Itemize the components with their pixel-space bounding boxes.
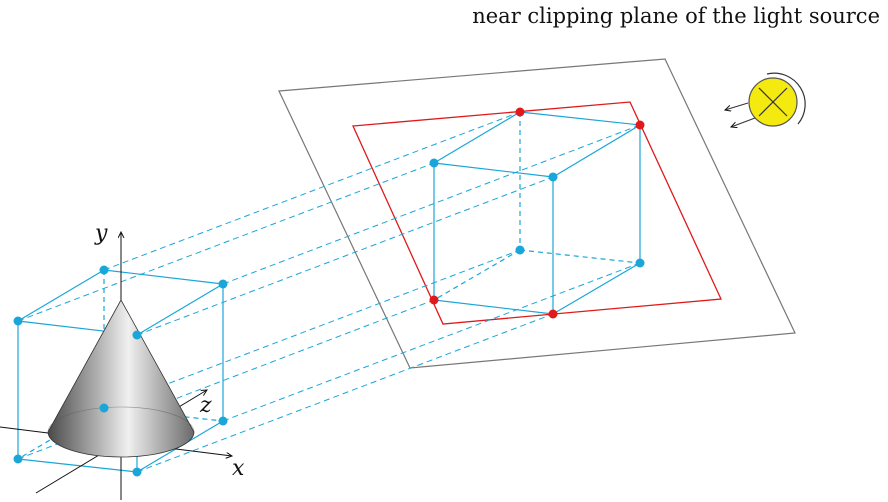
light-bulb-cross-icon: [725, 72, 806, 127]
frustum-outline: [352, 101, 722, 325]
cone: [47, 299, 195, 458]
projected-corner-dots: [429, 107, 645, 319]
axis-label-z: z: [199, 393, 212, 418]
axis-label-y: y: [94, 221, 108, 246]
projected-bounding-box: [433, 111, 641, 315]
axis-label-x: x: [232, 456, 245, 481]
object-corner-dots: [13, 265, 228, 477]
projection-lines: [17, 111, 641, 473]
clipping-plane: [278, 58, 796, 369]
diagram-title: near clipping plane of the light source: [472, 4, 880, 28]
